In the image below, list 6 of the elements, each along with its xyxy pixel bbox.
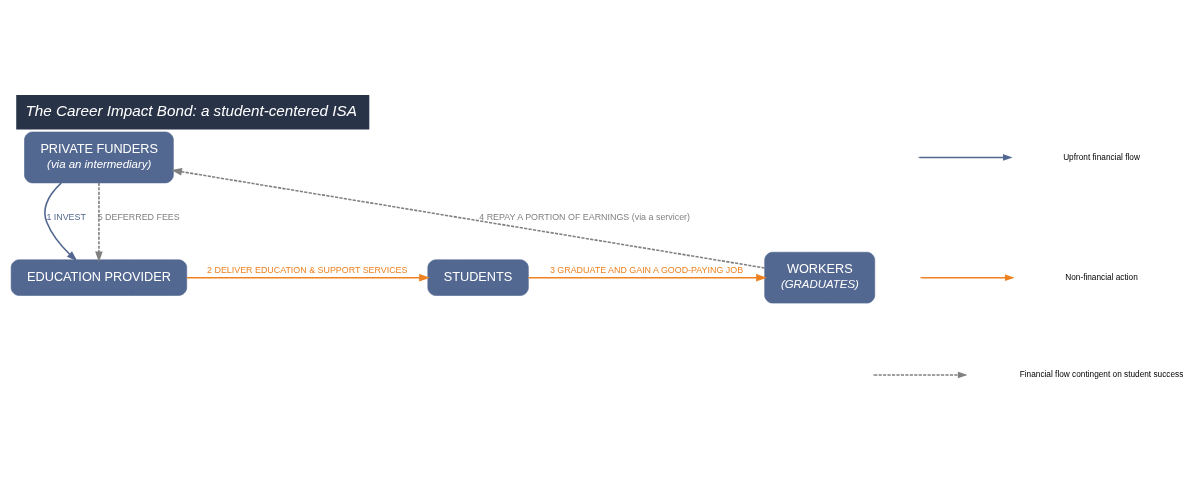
edge-label: 1 INVEST [46,211,86,222]
edge-label: 5 DEFERRED FEES [97,211,180,222]
edge-label: 3 GRADUATE AND GAIN A GOOD-PAYING JOB [549,265,744,276]
edge-label: 4 REPAY A PORTION OF EARNINGS (via a servicer) [479,211,691,222]
edge-label: 2 DELIVER EDUCATION & SUPPORT SERVICES [207,265,408,276]
diagram-title: The Career Impact Bond: a student-centered ISA [25,101,357,119]
